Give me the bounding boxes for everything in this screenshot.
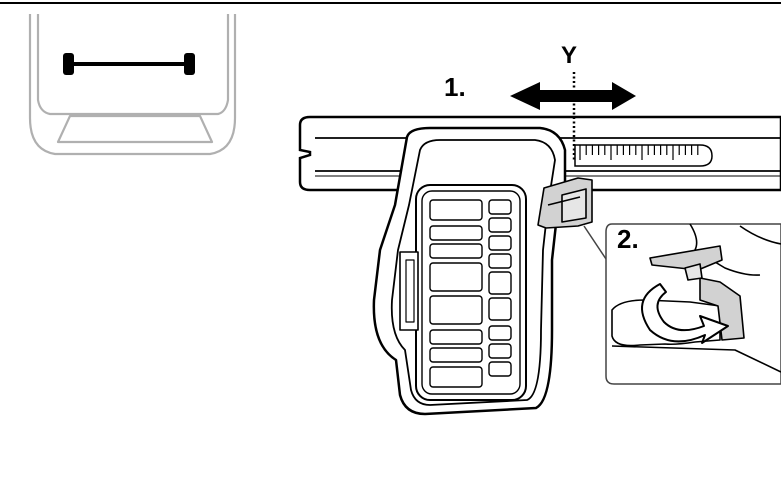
detail-inset bbox=[583, 223, 781, 385]
locking-lever bbox=[537, 177, 593, 229]
y-mark-label: Y bbox=[561, 42, 578, 69]
roof-bar-foot bbox=[372, 126, 572, 416]
roof-bar-indicator-icon bbox=[63, 53, 195, 75]
step-2-label: 2. bbox=[617, 224, 639, 254]
bar-scale bbox=[574, 144, 713, 167]
car-top-view-icon bbox=[28, 14, 237, 156]
rotation-arrow-icon bbox=[641, 283, 729, 344]
step-1-label: 1. bbox=[444, 72, 466, 102]
